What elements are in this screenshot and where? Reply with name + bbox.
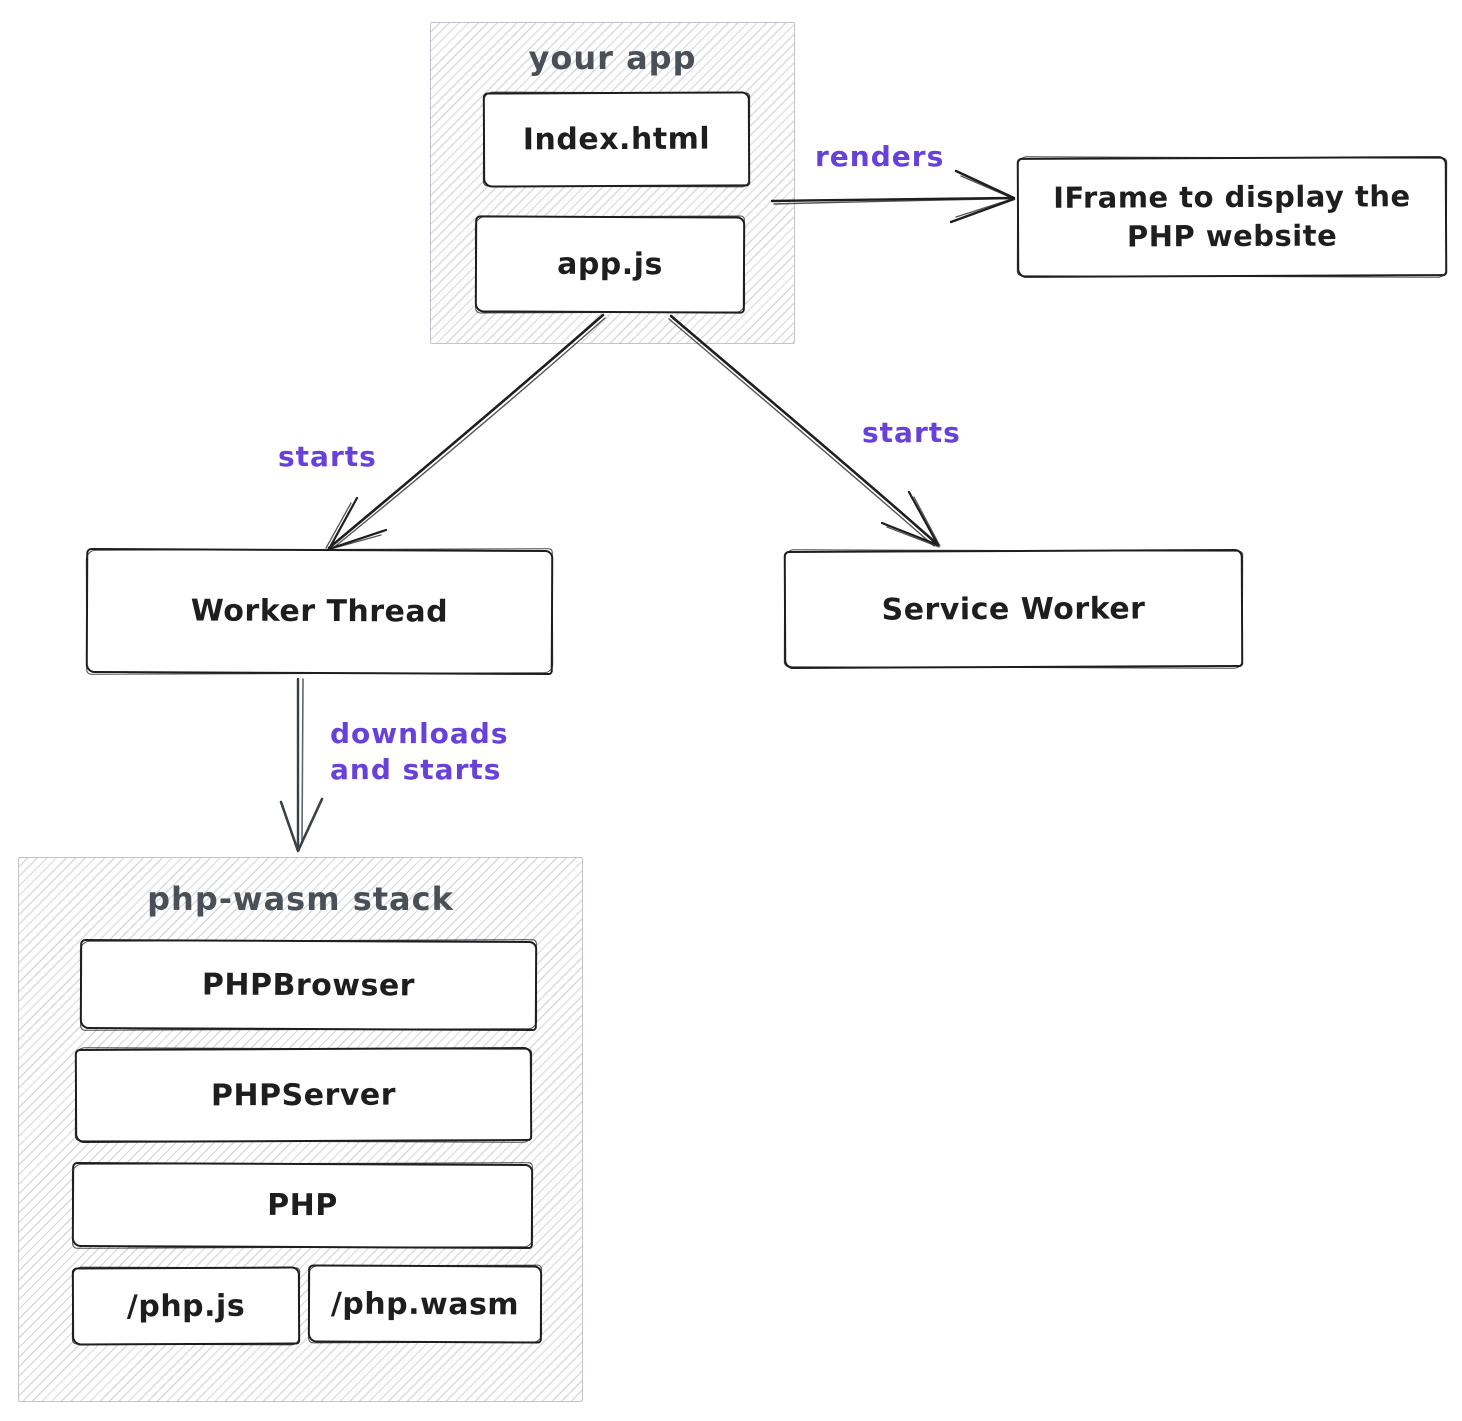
group-your-app-title: your app <box>528 39 697 77</box>
arrow-starts-worker <box>325 313 606 551</box>
node-php-wasm-file: /php.wasm <box>307 1264 543 1344</box>
node-phpserver: PHPServer <box>74 1047 533 1143</box>
edge-label-starts-worker: starts <box>278 440 377 473</box>
node-php-js-file: /php.js <box>71 1266 301 1346</box>
node-worker-thread: Worker Thread <box>85 547 554 676</box>
node-php: PHP <box>71 1161 534 1250</box>
group-php-wasm-stack-title: php-wasm stack <box>147 880 454 918</box>
node-index-html: Index.html <box>482 91 751 188</box>
edge-label-starts-service: starts <box>862 416 961 449</box>
arrow-downloads-and-starts <box>279 677 324 853</box>
node-phpbrowser: PHPBrowser <box>79 939 538 1031</box>
node-service-worker: Service Worker <box>783 548 1244 670</box>
edge-label-renders: renders <box>815 140 945 173</box>
arrow-renders <box>770 169 1016 224</box>
edge-label-downloads-and-starts: downloads and starts <box>330 717 509 787</box>
node-app-js: app.js <box>474 215 746 314</box>
node-iframe: IFrame to display the PHP website <box>1016 156 1448 278</box>
